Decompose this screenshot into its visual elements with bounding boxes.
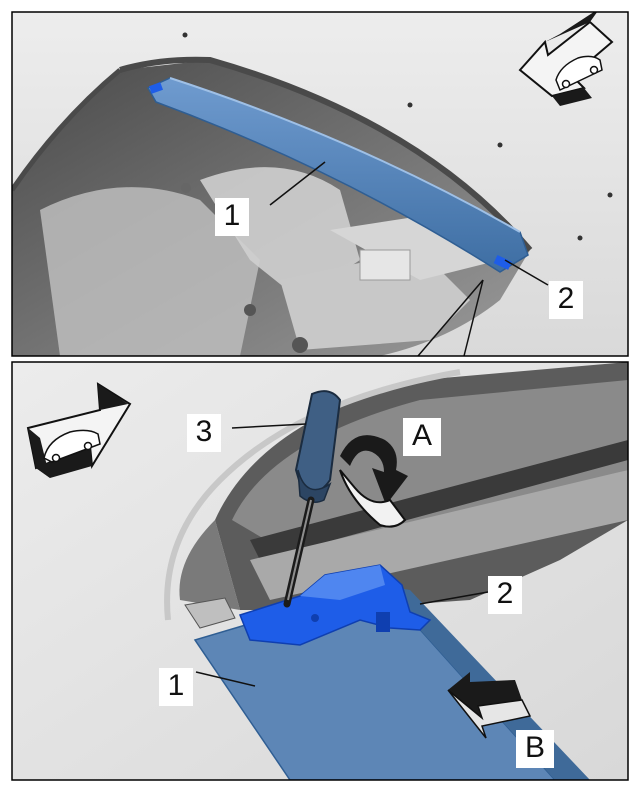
detail-view [12, 362, 628, 780]
clip-detail [239, 564, 432, 646]
rotation-arrow-icon [339, 435, 408, 528]
top-view [12, 12, 628, 356]
pull-direction-arrow-icon [447, 672, 532, 739]
vehicle-direction-arrow-icon [26, 382, 132, 478]
clip-right [493, 254, 512, 270]
callout-screwdriver: 3 [187, 414, 221, 452]
callout-cover-top: 1 [215, 198, 249, 236]
callout-rotate-a: A [403, 418, 441, 456]
callout-clip-detail: 2 [488, 576, 522, 614]
clip-left [148, 82, 164, 94]
callout-pull-b: B [516, 730, 554, 768]
vehicle-direction-arrow-icon [518, 12, 614, 106]
callout-clip-top: 2 [549, 281, 583, 319]
screwdriver-tool [283, 390, 342, 608]
callout-cover-detail: 1 [159, 668, 193, 706]
